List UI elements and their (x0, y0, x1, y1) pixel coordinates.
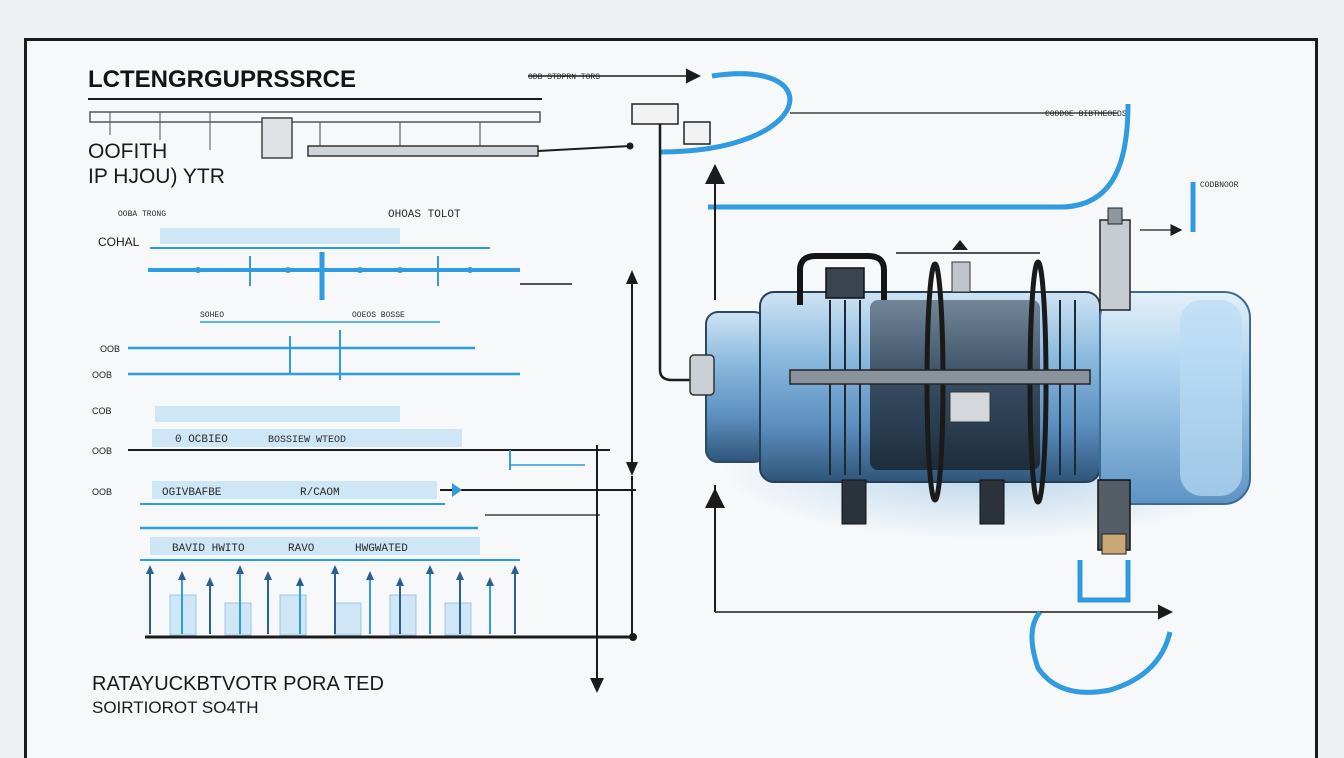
band-text-1b: BOSSIEW WTEOD (268, 435, 346, 446)
band-1a (155, 406, 400, 422)
comb-arrowhead (456, 571, 464, 580)
left-label-6: OOB (92, 487, 112, 497)
blue-bracket-bottom (1077, 560, 1131, 603)
small-label-4: OOEOS BOSSE (352, 311, 405, 320)
comb-arrowhead (426, 565, 434, 574)
small-label-2: OHOAS TOLOT (388, 209, 461, 221)
left-label-5: OOB (92, 446, 112, 456)
valve-block (631, 103, 711, 382)
comb-arrowhead (396, 577, 404, 586)
band-text-3b: RAVO (288, 543, 315, 555)
top-label-1: ODB STDPRN TORS (528, 73, 600, 82)
comb-arrowhead (486, 577, 494, 586)
comb-block (224, 602, 252, 636)
small-label-1: OOBA TRONG (118, 210, 166, 219)
dim-tick-top (952, 240, 968, 250)
band-1b (152, 429, 462, 447)
pump-illustration (689, 207, 1260, 555)
left-label-4: COB (92, 406, 112, 416)
comb-arrowhead (264, 571, 272, 580)
comb-arrowhead (331, 565, 339, 574)
comb-arrowhead (178, 571, 186, 580)
diagram-title: LCTENGRGUPRSSRCE (88, 66, 356, 93)
band-text-2a: OGIVBAFBE (162, 487, 222, 499)
left-label-1: COHAL (98, 235, 140, 249)
small-label-3: SOHEO (200, 311, 224, 320)
band-text-3c: HWGWATED (355, 543, 408, 555)
arrow-comb (146, 565, 519, 636)
header-piping (89, 111, 634, 159)
top-label-3: CODBNOOR (1200, 181, 1239, 190)
dim-left-arrow-2 (590, 678, 604, 693)
subtitle-line1: OOFITH (88, 140, 167, 163)
band-0 (160, 228, 400, 244)
blue-loop-bottom (1029, 610, 1173, 695)
comb-block (334, 602, 362, 636)
footer-line1: RATAYUCKBTVOTR PORA TED (92, 673, 384, 695)
comb-arrowhead (146, 565, 154, 574)
left-label-3: OOB (92, 370, 112, 380)
comb-block (444, 602, 472, 636)
band-text-2b: R/CAOM (300, 487, 340, 499)
dim-left-arrow-1b (626, 462, 638, 476)
comb-block (389, 594, 417, 636)
band-text-3a: BAVID HWITO (172, 543, 245, 555)
band-3 (150, 537, 480, 555)
subtitle-line2: IP HJOU) YTR (88, 165, 225, 188)
comb-block (279, 594, 307, 636)
comb-arrowhead (236, 565, 244, 574)
footer-line2: SOIRTIOROT SO4TH (92, 698, 259, 717)
dim-left-arrow-1a (626, 270, 638, 284)
comb-arrowhead (366, 571, 374, 580)
top-label-2: CODDOE BIBTHEOEDS (1045, 110, 1127, 119)
left-label-2: OOB (100, 344, 120, 354)
blue-bus-1 (148, 252, 520, 300)
band-2 (152, 481, 437, 499)
band-text-1a: 0 OCBIEO (175, 434, 228, 446)
row-arrow-4 (452, 483, 462, 497)
blue-loop-top (659, 71, 793, 155)
comb-arrowhead (511, 565, 519, 574)
comb-arrowhead (296, 577, 304, 586)
comb-arrowhead (206, 577, 214, 586)
blue-pipe-right (708, 103, 1131, 210)
